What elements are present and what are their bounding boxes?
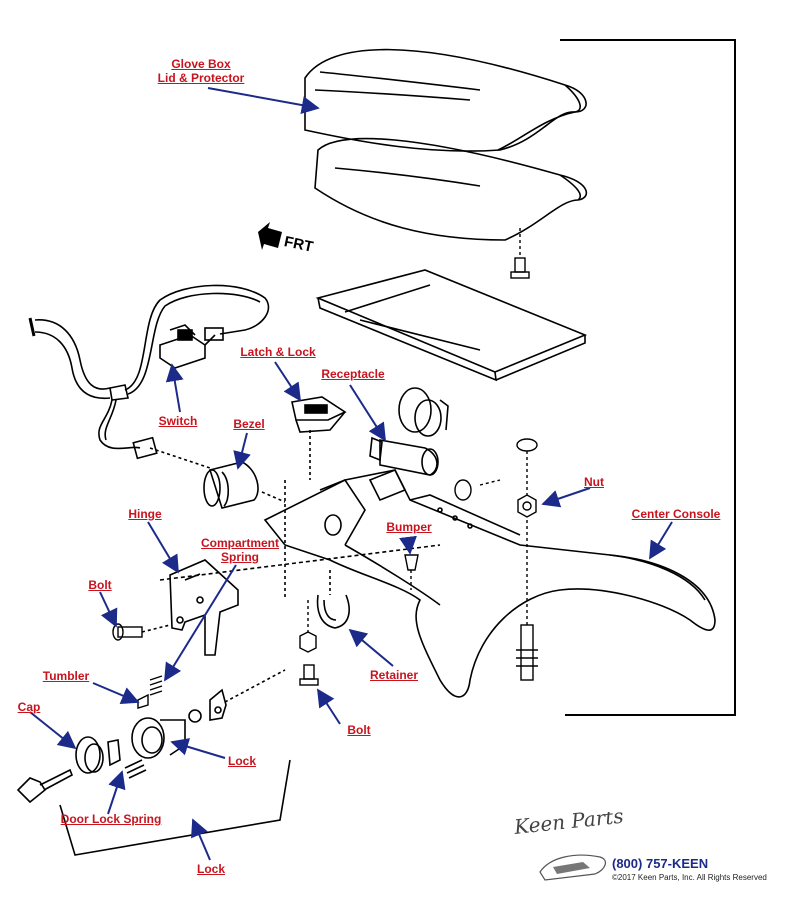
leader-hinge: [147, 521, 179, 574]
label-glove-box-lid: Glove Box Lid & Protector: [158, 57, 245, 85]
group-bracket-right: [560, 39, 736, 716]
front-direction-arrow-icon: [258, 222, 282, 250]
compartment-spring-part: [137, 675, 163, 709]
label-bumper: Bumper: [386, 520, 432, 534]
leader-glove-box-lid: [207, 87, 320, 114]
leader-latch-lock: [274, 361, 301, 402]
switch-part: [159, 324, 216, 369]
label-nut: Nut: [584, 475, 604, 489]
retainer-part: [316, 570, 350, 629]
console-pad-part: [315, 269, 588, 382]
leader-bolt-bottom: [317, 688, 341, 725]
leader-center-console: [649, 521, 673, 560]
bolt-left-part: [112, 623, 143, 641]
label-bolt-bottom: Bolt: [347, 723, 371, 737]
leader-switch: [165, 363, 184, 413]
leader-receptacle: [349, 384, 386, 442]
leader-bezel: [233, 432, 251, 470]
receptacle-nut-part: [454, 438, 538, 518]
label-receptacle: Receptacle: [321, 367, 385, 381]
label-compartment-spring-line1: Compartment: [200, 536, 280, 550]
latch-lock-part: [291, 396, 347, 480]
leader-door-lock-spring: [107, 770, 126, 815]
center-console-part: [159, 468, 716, 698]
svg-text:Keen Parts: Keen Parts: [512, 812, 625, 839]
label-compartment-spring: Compartment Spring: [201, 536, 279, 564]
bumper-part: [404, 554, 419, 590]
screw-part: [510, 228, 530, 279]
label-lock-bottom: Lock: [196, 862, 226, 876]
leader-cap: [29, 711, 77, 750]
label-glove-box-lid-line2: Lid & Protector: [157, 71, 245, 85]
wiring-harness-part: [28, 284, 270, 469]
label-cap: Cap: [17, 700, 41, 714]
receptacle-part: [369, 387, 449, 476]
console-stud-part: [516, 520, 538, 681]
leader-bolt-left: [99, 591, 118, 628]
keen-parts-logo: Keen Parts: [512, 812, 625, 881]
label-latch-lock: Latch & Lock: [240, 345, 316, 359]
label-hinge: Hinge: [128, 507, 162, 521]
glove-box-protector-part: [314, 137, 588, 241]
brand-copyright: ©2017 Keen Parts, Inc. All Rights Reserv…: [612, 873, 767, 882]
leader-lines: [29, 87, 673, 861]
glove-box-lid-part: [304, 48, 587, 152]
leader-retainer: [348, 628, 394, 667]
label-door-lock-spring: Door Lock Spring: [60, 812, 162, 826]
label-glove-box-lid-line1: Glove Box: [171, 57, 231, 71]
leader-bumper: [399, 535, 417, 555]
bezel-part: [203, 461, 286, 509]
group-bracket-bottom: [59, 759, 291, 856]
label-retainer: Retainer: [369, 668, 419, 682]
brand-phone: (800) 757-KEEN: [612, 856, 709, 871]
label-bolt-left: Bolt: [88, 578, 112, 592]
leader-lock-bottom: [191, 818, 211, 861]
label-bezel: Bezel: [233, 417, 265, 431]
hinge-part: [141, 559, 239, 656]
label-center-console: Center Console: [631, 507, 721, 521]
label-switch: Switch: [158, 414, 198, 428]
leader-lock-middle: [170, 738, 226, 759]
leader-compartment-spring: [164, 564, 237, 682]
leader-tumbler: [92, 682, 140, 704]
label-tumbler: Tumbler: [42, 669, 90, 683]
label-lock-middle: Lock: [227, 754, 257, 768]
bolt-bottom-part: [299, 600, 319, 686]
label-compartment-spring-line2: Spring: [220, 550, 259, 564]
leader-nut: [541, 487, 591, 508]
